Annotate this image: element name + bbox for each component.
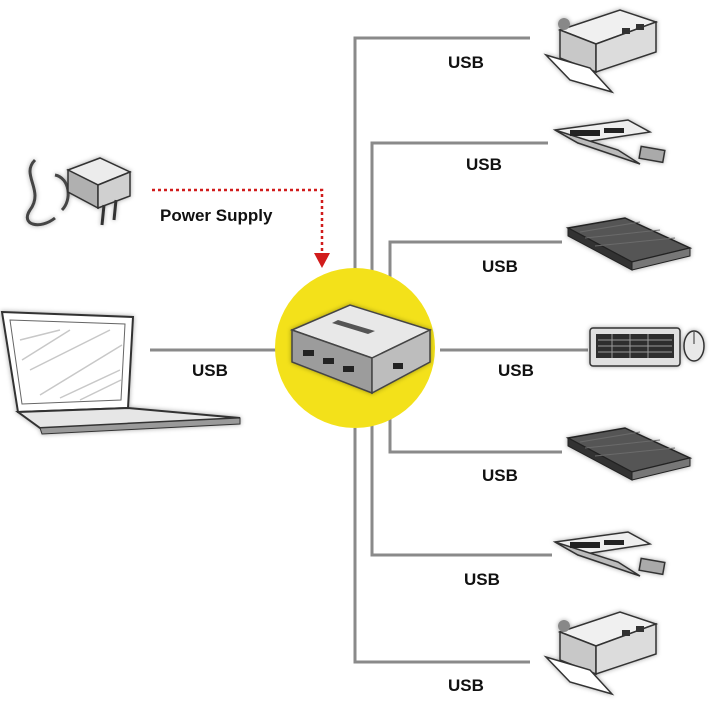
card-reader-icon [552, 531, 666, 577]
usb-label-4: USB [498, 361, 534, 380]
laptop-usb-label: USB [192, 361, 228, 380]
power-adapter-icon [26, 157, 132, 227]
card-reader-icon [552, 119, 666, 165]
usb-label-5: USB [482, 466, 518, 485]
line-device-1 [353, 36, 530, 270]
usb-label-2: USB [466, 155, 502, 174]
printer-icon [543, 611, 659, 696]
keyboard-mouse-icon [589, 327, 705, 367]
usb-connection-lines [150, 36, 588, 664]
external-drive-icon [565, 217, 693, 271]
usb-label-3: USB [482, 257, 518, 276]
line-device-6 [370, 425, 552, 557]
laptop-icon [0, 310, 241, 435]
external-drive-icon [565, 427, 693, 481]
line-device-7 [353, 428, 530, 664]
line-device-3 [388, 240, 562, 280]
power-line [152, 188, 330, 268]
usb-label-1: USB [448, 53, 484, 72]
line-device-2 [370, 141, 548, 272]
printer-icon [543, 9, 659, 94]
line-device-5 [388, 418, 562, 454]
power-supply-label: Power Supply [160, 206, 273, 225]
usb-hub-icon [275, 268, 435, 428]
usb-label-7: USB [448, 676, 484, 695]
usb-label-6: USB [464, 570, 500, 589]
